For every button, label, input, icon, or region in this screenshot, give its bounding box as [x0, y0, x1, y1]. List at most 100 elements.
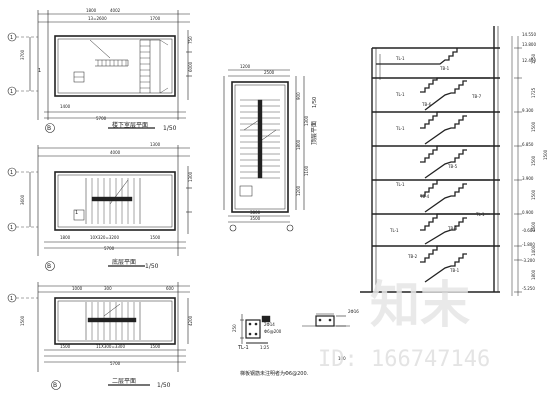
- beam-tb4: TB-4: [419, 194, 430, 199]
- detail-dim-3: 2Φ16: [348, 309, 359, 314]
- dim-t1: 1200: [240, 64, 251, 69]
- dim-b8: 750: [188, 36, 193, 44]
- level-11: -5.250: [522, 286, 535, 291]
- level-2: 13.800: [522, 42, 536, 47]
- dim-t6: 1300: [304, 115, 309, 126]
- beam-details: [240, 313, 350, 344]
- detail-dim-1: 2Φ14: [264, 322, 275, 327]
- sec-dim-2: 1725: [531, 87, 536, 98]
- dim-t2: 2500: [264, 70, 275, 75]
- axis-label-s1: 1: [10, 296, 13, 302]
- plan-basement: [7, 10, 192, 133]
- dim-b5: 1400: [60, 104, 71, 109]
- plan-top: [223, 69, 305, 232]
- dim-g7: 1500: [150, 235, 161, 240]
- stair-section-text: TL-1 TB-1 TB-7 TL-1 TB-6 TL-1 TB-5 TL-1 …: [389, 32, 548, 291]
- sec-dim-3: 1500: [531, 121, 536, 132]
- level-9: -1.800: [522, 242, 535, 247]
- level-10: -3.200: [522, 258, 535, 263]
- beam-tb1-b: TB-1: [449, 268, 460, 273]
- dim-s9: 600: [166, 286, 174, 291]
- dim-b3: 13=2600: [88, 16, 107, 21]
- dim-t8: 3800: [250, 210, 261, 215]
- plan-top-scale: 1/50: [312, 97, 318, 108]
- dim-t7: 1100: [304, 165, 309, 176]
- detail-dim-2: Φ6@200: [264, 329, 282, 334]
- plan-basement-scale: 1/50: [163, 125, 177, 132]
- axis-label-b2: 1: [10, 89, 13, 95]
- level-7: 0.900: [522, 210, 534, 215]
- beam-tb1-a: TB-1: [439, 66, 450, 71]
- dim-t5: 1200: [296, 185, 301, 196]
- sec-dim-8: 1800: [531, 269, 536, 280]
- sec-dim-7: 1400: [531, 245, 536, 256]
- watermark: 知末 ID: 166747146: [318, 276, 490, 372]
- detail-dim-4: 100: [338, 356, 346, 361]
- beam-tb6: TB-6: [421, 102, 432, 107]
- sec-dim-5: 1500: [531, 189, 536, 200]
- plan-basement-mark: 1: [38, 68, 41, 74]
- level-4: 9.300: [522, 108, 534, 113]
- plan-ground-caption: 底层平面: [112, 258, 136, 266]
- beam-tl1-f: TL-1: [389, 228, 399, 233]
- dim-b6: 5700: [96, 116, 107, 121]
- plan-second-scale: 1/50: [157, 382, 171, 389]
- beam-tl1-a: TL-1: [395, 56, 405, 61]
- level-3: 12.450: [522, 58, 536, 63]
- level-6: 3.900: [522, 176, 534, 181]
- dim-b9: 6000: [188, 61, 193, 72]
- watermark-id: ID: 166747146: [318, 347, 490, 372]
- plan-top-text: 1200 2500 900 1800 1200 1300 1100 3800 3…: [240, 64, 318, 221]
- beam-tl1-c: TL-1: [395, 126, 405, 131]
- beam-details-text: TL-1 1:25 2Φ14 Φ6@200 2Φ16 100 250 梯板钢筋未…: [232, 309, 359, 377]
- detail-scale: 1:25: [260, 345, 269, 350]
- plan-ground: [7, 145, 192, 271]
- watermark-logo: 知末: [370, 276, 470, 334]
- plan-second: [7, 282, 190, 390]
- plan-top-caption: 顶层平面: [311, 121, 318, 145]
- dim-g3: 3600: [20, 194, 25, 205]
- dim-s8: 4200: [188, 315, 193, 326]
- dim-s3: 1500: [60, 344, 71, 349]
- detail-dim-5: 250: [232, 324, 237, 332]
- stair-section: [360, 26, 522, 296]
- plan-ground-scale: 1/50: [145, 263, 159, 270]
- dim-t3: 900: [296, 92, 301, 100]
- axis-label-g3: B: [47, 263, 51, 270]
- dim-b2: 4002: [110, 8, 121, 13]
- dim-g8: 5700: [104, 246, 115, 251]
- beam-tb5: TB-5: [447, 164, 458, 169]
- detail-note: 梯板钢筋未注明者为Φ6@200.: [240, 370, 309, 377]
- beam-tl1-b: TL-1: [395, 92, 405, 97]
- level-8: -0.600: [522, 228, 535, 233]
- sec-dim-4: 1500: [531, 155, 536, 166]
- axis-label-b3: B: [47, 125, 51, 132]
- beam-tb7: TB-7: [471, 94, 482, 99]
- level-1: 14.550: [522, 32, 536, 37]
- plan-ground-mark: 1: [75, 210, 78, 216]
- sec-dim-1: 1750: [531, 53, 536, 64]
- sec-dim-9: 1500: [543, 149, 548, 160]
- detail-label: TL-1: [237, 345, 249, 351]
- plan-basement-text: 1800 4002 13=2600 1700 1400 5700 3700 75…: [10, 8, 193, 132]
- dim-s4: 11X300=3300: [96, 344, 125, 349]
- axis-label-s2: B: [53, 382, 57, 389]
- beam-tb2: TB-2: [407, 254, 418, 259]
- dim-g2: 4000: [110, 150, 121, 155]
- dim-s6: 5700: [110, 361, 121, 366]
- dim-b1: 1800: [86, 8, 97, 13]
- dim-g4: 1300: [188, 171, 193, 182]
- dim-s2: 300: [104, 286, 112, 291]
- dim-g6: 10X320=3200: [90, 235, 119, 240]
- dim-t4: 1800: [296, 139, 301, 150]
- plan-second-caption: 二层平面: [112, 378, 136, 385]
- dim-b7: 3700: [20, 49, 25, 60]
- axis-label-g2: 1: [10, 225, 13, 231]
- dim-s1: 1000: [72, 286, 83, 291]
- level-5: 6.850: [522, 142, 534, 147]
- dim-t9: 3500: [250, 216, 261, 221]
- dim-s7: 1500: [20, 315, 25, 326]
- sec-dim-6: 1500: [531, 221, 536, 232]
